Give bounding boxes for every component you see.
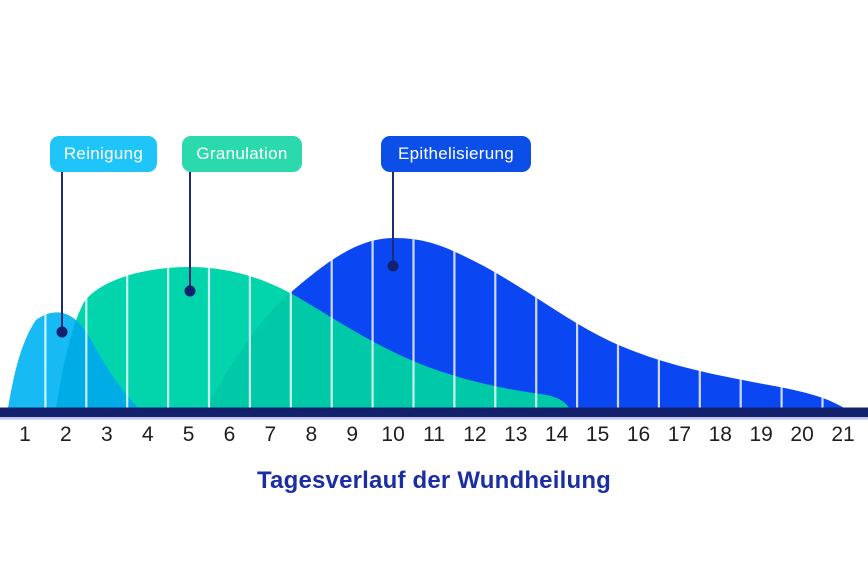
day-tick-label: 19	[749, 423, 773, 446]
reinigung-leader-dot	[56, 326, 68, 338]
granulation-badge-label: Granulation	[196, 144, 288, 163]
day-tick-label: 20	[790, 423, 814, 446]
day-tick-label: 15	[585, 423, 610, 446]
chart-title: Tagesverlauf der Wundheilung	[256, 467, 612, 494]
day-tick-label: 18	[708, 423, 732, 446]
day-tick-label: 1	[19, 423, 31, 446]
x-axis-bar	[0, 407, 868, 417]
day-tick-label: 7	[264, 423, 277, 446]
day-tick-label: 2	[60, 423, 72, 446]
day-tick-label: 16	[626, 423, 651, 446]
epithelisierung-leader-dot	[387, 260, 399, 272]
epithelisierung-badge-label: Epithelisierung	[397, 144, 514, 163]
granulation-leader-dot	[184, 285, 196, 297]
day-tick-label: 6	[223, 423, 236, 446]
day-tick-label: 21	[831, 423, 855, 446]
reinigung-badge-label: Reinigung	[63, 144, 144, 163]
epithelisierung-badge: Epithelisierung	[381, 136, 531, 172]
day-tick-label: 4	[141, 423, 154, 446]
day-tick-label: 9	[346, 423, 359, 446]
day-tick-label: 5	[182, 423, 195, 446]
day-tick-label: 17	[667, 423, 692, 446]
day-tick-label: 14	[545, 423, 569, 446]
day-tick-label: 8	[305, 423, 318, 446]
label-leader-lines	[56, 172, 399, 338]
day-tick-label: 3	[100, 423, 113, 446]
day-tick-label: 12	[463, 423, 487, 446]
day-tick-label: 13	[504, 423, 528, 446]
granulation-badge: Granulation	[182, 136, 302, 172]
reinigung-badge: Reinigung	[50, 136, 157, 172]
day-tick-label: 11	[423, 423, 445, 446]
x-axis-underline	[0, 417, 868, 420]
day-tick-label: 10	[381, 423, 405, 446]
